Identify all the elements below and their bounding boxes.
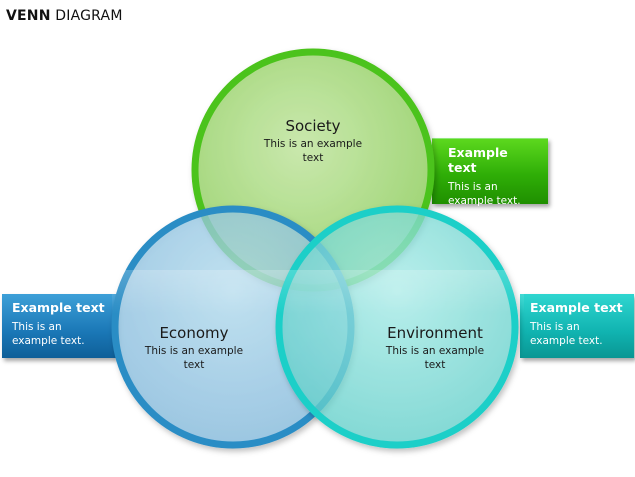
callout-environment: Example text This is an example text. — [520, 294, 634, 358]
page-title-rest: DIAGRAM — [55, 8, 123, 24]
circle-environment — [275, 205, 519, 449]
page-title: VENN DIAGRAM — [6, 8, 123, 24]
page-title-bold: VENN — [6, 8, 51, 24]
label-environment-desc: This is an example text — [385, 345, 485, 371]
label-economy: Economy This is an example text — [139, 324, 249, 372]
label-society-name: Society — [285, 117, 341, 135]
callout-economy-body: This is an example text. — [12, 321, 85, 347]
label-environment: Environment This is an example text — [370, 324, 500, 372]
callout-economy: Example text This is an example text. — [2, 294, 116, 358]
callout-economy-title: Example text — [12, 300, 105, 315]
label-environment-name: Environment — [387, 324, 483, 342]
label-economy-name: Economy — [159, 324, 229, 342]
label-society: Society This is an example text — [258, 117, 368, 165]
callout-society-title: Example text — [448, 145, 508, 175]
gloss-band — [112, 270, 524, 314]
callout-environment-body: This is an example text. — [530, 321, 603, 347]
callout-society-body: This is an example text. — [448, 181, 521, 207]
label-society-desc: This is an example text — [263, 138, 363, 164]
callout-society: Example text This is an example text. — [432, 138, 548, 207]
label-economy-desc: This is an example text — [144, 345, 244, 371]
callout-environment-title: Example text — [530, 300, 623, 315]
